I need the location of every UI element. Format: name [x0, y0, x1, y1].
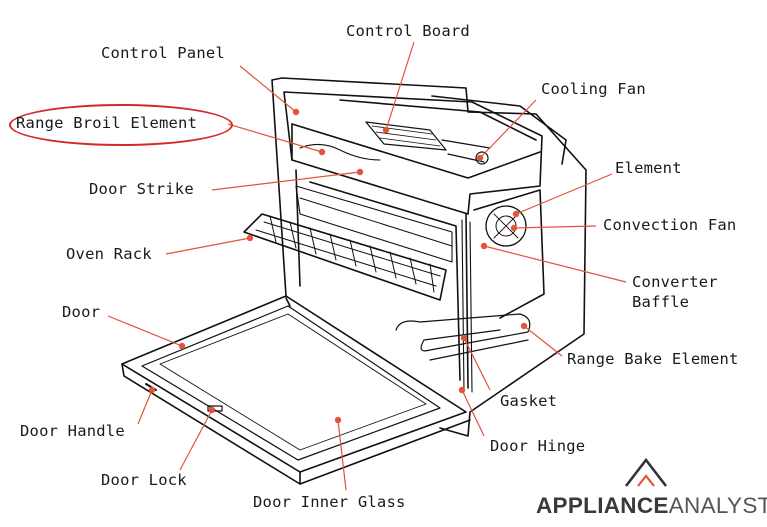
label-door-handle: Door Handle: [20, 422, 125, 440]
convection-fan-shape: [485, 205, 527, 247]
label-range-bake-element: Range Bake Element: [567, 350, 739, 368]
cooling-fan-shape: [441, 139, 491, 163]
label-door-inner-glass: Door Inner Glass: [253, 493, 406, 511]
label-control-panel: Control Panel: [101, 44, 225, 62]
highlight-circle: [9, 104, 233, 146]
label-gasket: Gasket: [500, 392, 558, 410]
bake-element-shape: [395, 313, 531, 361]
control-panel-housing: [283, 91, 543, 215]
logo-part2: ANALYSTS: [668, 493, 767, 518]
oven-cabinet: [271, 77, 587, 437]
label-door: Door: [62, 303, 101, 321]
label-oven-rack: Oven Rack: [66, 245, 152, 263]
logo-part1: APPLIANCE: [536, 493, 669, 518]
label-control-board: Control Board: [346, 22, 470, 40]
label-element: Element: [615, 159, 682, 177]
label-convection-fan: Convection Fan: [603, 216, 737, 234]
label-converter-baffle-2: Baffle: [632, 293, 690, 311]
door-shape: [121, 295, 467, 473]
brand-logo-mark: [624, 457, 668, 487]
label-door-strike: Door Strike: [89, 180, 194, 198]
oven-rack-shape: [243, 213, 447, 301]
label-door-hinge: Door Hinge: [490, 437, 586, 455]
brand-logo-text: APPLIANCEANALYSTS: [536, 494, 767, 518]
label-door-lock: Door Lock: [101, 471, 187, 489]
label-range-broil-element: Range Broil Element: [16, 114, 198, 132]
label-cooling-fan: Cooling Fan: [541, 80, 646, 98]
label-converter-baffle-1: Converter: [632, 273, 718, 291]
control-board-shape: [365, 121, 447, 151]
